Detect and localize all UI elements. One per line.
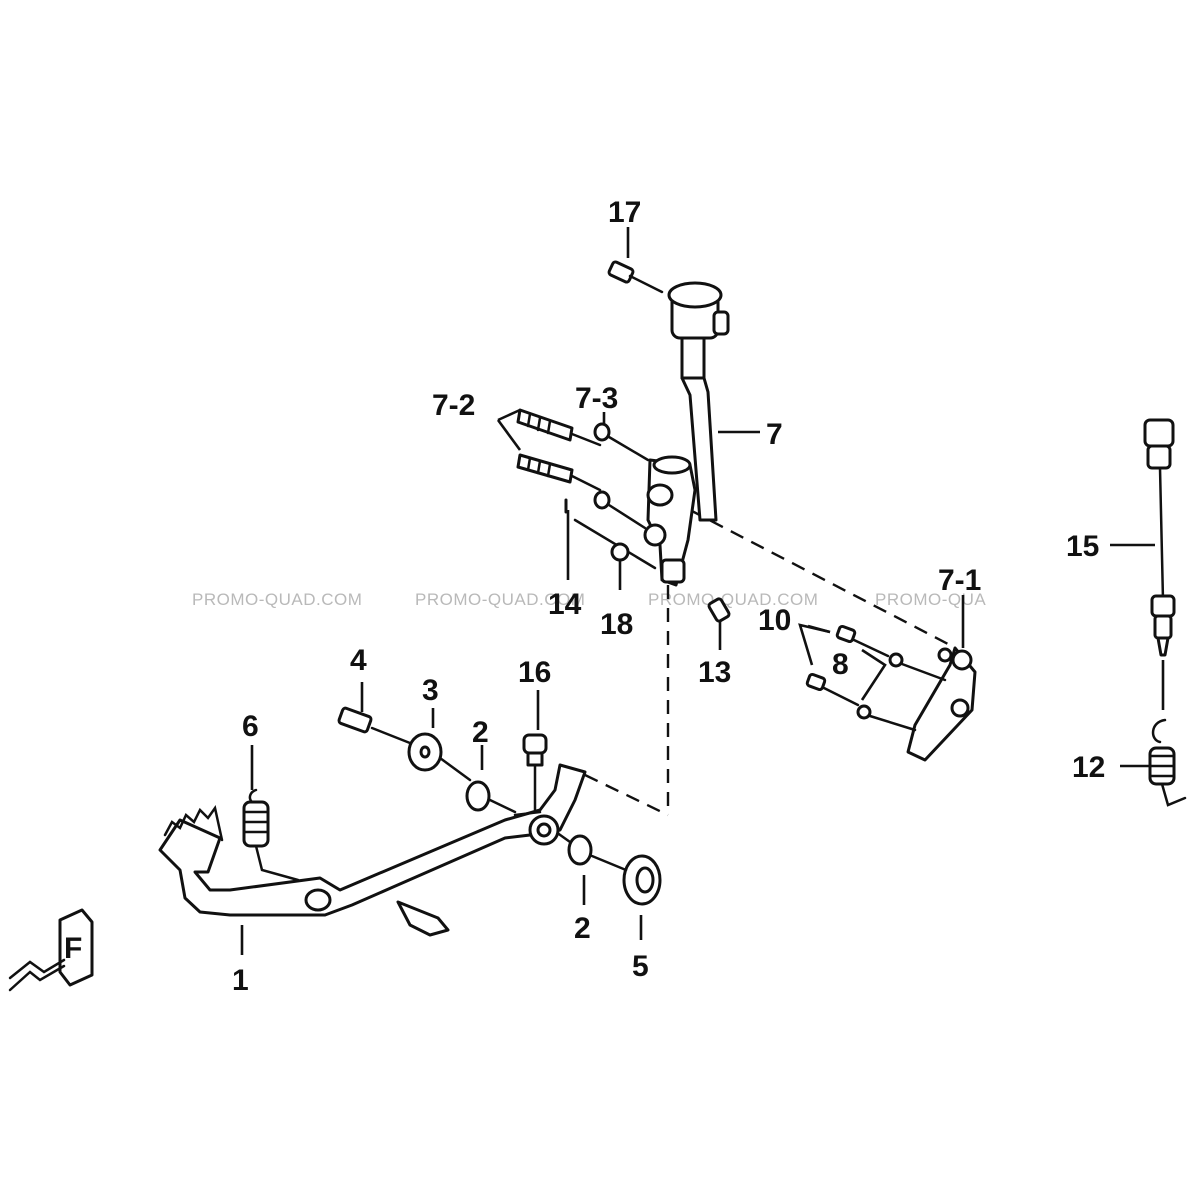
callout-8: 8 — [832, 648, 849, 681]
callout-7-2: 7-2 — [432, 389, 475, 422]
bracket-bolts-10 — [805, 624, 890, 707]
watermark-1: PROMO-QUAD.COM — [192, 590, 362, 609]
mounting-bolts-7-2 — [516, 408, 602, 492]
callout-7: 7 — [766, 418, 783, 451]
o-ring-upper — [465, 780, 517, 814]
callout-15: 15 — [1066, 530, 1099, 563]
cotter-pin-14 — [564, 498, 657, 570]
washer-5 — [590, 854, 662, 906]
callout-2-lower: 2 — [574, 912, 591, 945]
callout-4: 4 — [350, 644, 367, 677]
callout-2-upper: 2 — [472, 716, 489, 749]
alignment-lines — [584, 508, 951, 817]
callout-14: 14 — [548, 588, 582, 621]
o-ring-lower — [554, 830, 593, 866]
bracket-washers-8 — [856, 652, 947, 732]
washer-3 — [407, 732, 472, 782]
washer-18 — [610, 542, 630, 562]
direction-marker: F — [8, 908, 94, 992]
callout-labels: 17 7-2 7-3 7 14 18 13 7-1 10 8 15 12 4 3… — [232, 196, 1105, 997]
grease-nipple — [522, 733, 548, 812]
return-spring — [242, 788, 300, 882]
callout-16: 16 — [518, 656, 551, 689]
brake-pedal — [158, 763, 587, 937]
callout-7-1: 7-1 — [938, 564, 981, 597]
callout-7-3: 7-3 — [575, 382, 618, 415]
direction-marker-label: F — [64, 932, 82, 965]
brake-light-switch — [1143, 418, 1176, 657]
callout-18: 18 — [600, 608, 633, 641]
watermark-2: PROMO-QUAD.COM — [415, 590, 585, 609]
clevis-pin-13 — [707, 597, 731, 623]
pivot-bolt — [337, 706, 417, 747]
reservoir-bolt — [607, 260, 664, 294]
callout-10: 10 — [758, 604, 791, 637]
mounting-bracket — [906, 646, 977, 762]
callout-13: 13 — [698, 656, 731, 689]
washers-7-3 — [593, 422, 650, 530]
callout-17: 17 — [608, 196, 641, 229]
switch-spring — [1148, 718, 1187, 807]
brake-fluid-reservoir — [667, 281, 730, 522]
watermark-4: PROMO-QUA — [875, 590, 986, 609]
callout-12: 12 — [1072, 751, 1105, 784]
master-cylinder — [643, 455, 697, 587]
callout-6: 6 — [242, 710, 259, 743]
callout-3: 3 — [422, 674, 439, 707]
watermark-3: PROMO-QUAD.COM — [648, 590, 818, 609]
callout-1: 1 — [232, 964, 249, 997]
callout-5: 5 — [632, 950, 649, 983]
